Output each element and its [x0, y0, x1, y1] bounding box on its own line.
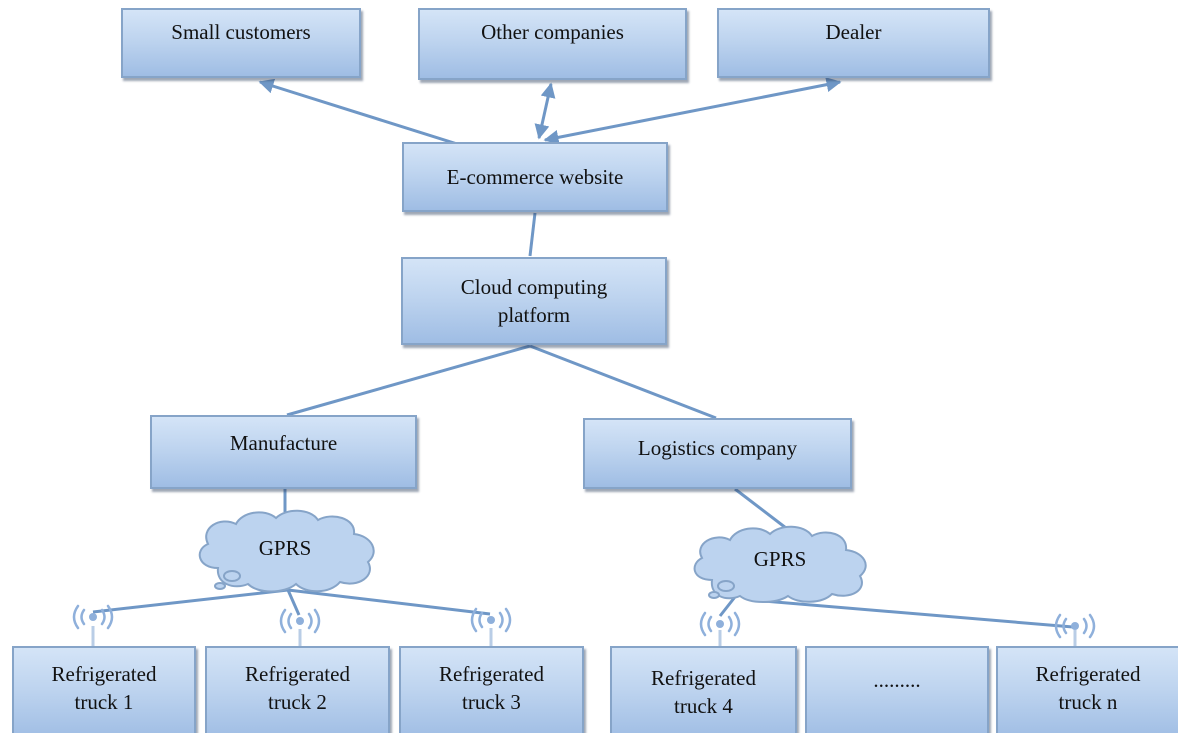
cloud-computing-platform-label: Cloud computing platform — [461, 273, 607, 330]
wireless-antenna-icon — [72, 604, 114, 630]
wireless-antenna-icon — [470, 607, 512, 633]
cloud-icon — [693, 525, 867, 603]
manufacture-label: Manufacture — [229, 431, 338, 455]
dealer-box: Dealer — [717, 8, 990, 78]
truck-3-line1: Refrigerated — [439, 662, 544, 686]
truck-n-label: Refrigerated truck n — [1036, 660, 1141, 717]
truck-3-line2: truck 3 — [462, 690, 521, 715]
other-companies-label: Other companies — [481, 20, 624, 44]
truck-2-box: Refrigerated truck 2 — [205, 646, 390, 733]
other-companies-box: Other companies — [418, 8, 687, 80]
dealer-label: Dealer — [825, 20, 882, 44]
logistics-company-box: Logistics company — [583, 418, 852, 489]
small-customers-box: Small customers — [121, 8, 361, 78]
truck-2-line1: Refrigerated — [245, 662, 350, 686]
truck-3-box: Refrigerated truck 3 — [399, 646, 584, 733]
truck-4-box: Refrigerated truck 4 — [610, 646, 797, 733]
gprs-left-label: GPRS — [258, 536, 312, 560]
cloud-icon — [198, 509, 375, 593]
truck-3-label: Refrigerated truck 3 — [439, 660, 544, 717]
truck-1-label: Refrigerated truck 1 — [52, 660, 157, 717]
truck-1-line2: truck 1 — [74, 690, 134, 715]
truck-1-box: Refrigerated truck 1 — [12, 646, 196, 733]
ellipsis-label: ......... — [873, 668, 921, 692]
wireless-antenna-icon — [699, 611, 741, 637]
small-customers-label: Small customers — [171, 20, 311, 44]
link-ecommerce-cloud — [528, 212, 537, 257]
truck-n-box: Refrigerated truck n — [996, 646, 1178, 733]
arrow-other-companies — [534, 82, 556, 140]
wireless-antenna-icon — [1054, 613, 1096, 639]
manufacture-box: Manufacture — [150, 415, 417, 489]
link-logistics-gprs — [734, 487, 787, 530]
truck-1-line1: Refrigerated — [51, 662, 157, 686]
link-gprs-truckn — [751, 598, 1074, 629]
ecommerce-website-box: E-commerce website — [402, 142, 668, 212]
truck-n-line1: Refrigerated — [1035, 662, 1141, 686]
link-gprs-truck3 — [287, 588, 491, 616]
cloud-computing-platform-line2: platform — [497, 303, 571, 327]
ecommerce-website-label: E-commerce website — [446, 164, 624, 189]
arrow-dealer — [543, 77, 842, 145]
link-cloud-logistics — [529, 344, 717, 420]
truck-4-line1: Refrigerated — [651, 666, 756, 690]
truck-4-label: Refrigerated truck 4 — [651, 664, 756, 721]
link-gprs-truck1 — [92, 588, 289, 614]
logistics-company-label: Logistics company — [637, 436, 798, 460]
truck-n-line2: truck n — [1058, 690, 1118, 715]
gprs-right-label: GPRS — [753, 547, 807, 571]
truck-2-label: Refrigerated truck 2 — [245, 660, 350, 717]
link-gprs-truck2 — [286, 589, 301, 616]
wireless-antenna-icon — [279, 608, 321, 634]
cloud-computing-platform-box: Cloud computing platform — [401, 257, 667, 345]
link-cloud-manufacture — [286, 344, 531, 417]
ellipsis-box: ......... — [805, 646, 989, 733]
cloud-computing-platform-line1: Cloud computing — [460, 274, 608, 299]
truck-4-line2: truck 4 — [674, 694, 733, 719]
truck-2-line2: truck 2 — [268, 690, 327, 715]
